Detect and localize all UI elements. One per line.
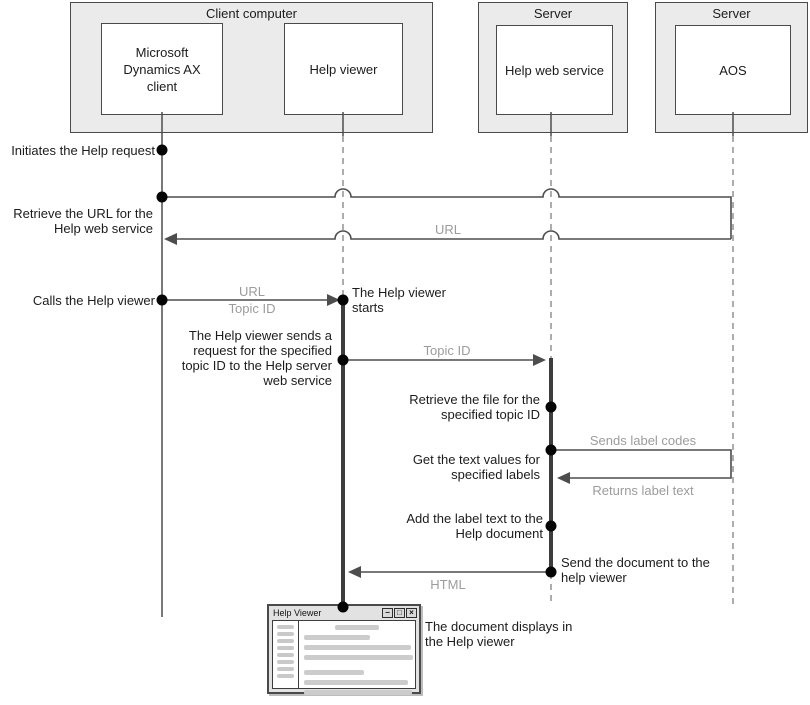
msg-topic-call-label: Topic ID xyxy=(228,301,276,316)
server-webservice-container: Server Help web service xyxy=(478,2,628,133)
help-viewer-window-titlebar: Help Viewer − □ × xyxy=(269,606,419,620)
client-computer-title: Client computer xyxy=(205,6,298,21)
server-webservice-title: Server xyxy=(533,6,573,21)
help-viewer-box: Help viewer xyxy=(284,23,403,115)
event-dot xyxy=(545,566,557,578)
msg-url-return-label: URL xyxy=(434,222,461,237)
placeholder-line xyxy=(304,670,365,675)
help-viewer-window-sidebar xyxy=(273,621,299,688)
placeholder-line xyxy=(304,645,411,650)
msg-sends-codes-label: Sends label codes xyxy=(589,433,697,448)
event-dot xyxy=(337,354,349,366)
msg-html-label: HTML xyxy=(430,577,466,592)
placeholder-line xyxy=(277,646,294,650)
arrowhead-left-icon xyxy=(348,566,361,578)
step-viewer-starts-label: The Help viewer starts xyxy=(352,285,446,315)
placeholder-line xyxy=(277,653,294,657)
event-dot xyxy=(545,520,557,532)
close-icon: × xyxy=(406,608,417,618)
client-computer-container: Client computer Microsoft Dynamics AX cl… xyxy=(70,2,433,133)
placeholder-line xyxy=(277,625,294,629)
help-viewer-label: Help viewer xyxy=(309,61,378,77)
help-web-service-box: Help web service xyxy=(496,25,613,115)
msg-url-call-label: URL xyxy=(238,284,265,299)
label-codes-roundtrip-arrow xyxy=(553,449,732,479)
help-viewer-window-title: Help Viewer xyxy=(273,608,322,618)
arrowhead-right-icon xyxy=(327,294,340,306)
step-send-doc-label: Send the document to the help viewer xyxy=(561,555,710,585)
event-dot xyxy=(156,191,168,203)
placeholder-line xyxy=(277,674,294,678)
msg-topic-send-label: Topic ID xyxy=(423,343,471,358)
help-viewer-window-content xyxy=(272,620,416,695)
placeholder-line xyxy=(334,625,380,630)
help-web-service-label: Help web service xyxy=(505,62,604,78)
help-viewer-window-body xyxy=(299,621,415,695)
maximize-icon: □ xyxy=(394,608,405,618)
step-retrieve-file-label: Retrieve the file for the specified topi… xyxy=(409,392,540,422)
event-dot xyxy=(545,401,557,413)
server-aos-title: Server xyxy=(712,6,751,21)
dynamics-ax-client-label: Microsoft Dynamics AX client xyxy=(123,44,201,94)
msg-returns-text-label: Returns label text xyxy=(592,483,694,498)
placeholder-line xyxy=(304,655,414,660)
arrowhead-left-icon xyxy=(164,233,177,245)
dynamics-ax-client-box: Microsoft Dynamics AX client xyxy=(101,23,223,115)
event-dot xyxy=(337,294,349,306)
step-add-label-label: Add the label text to the Help document xyxy=(406,511,543,541)
placeholder-line xyxy=(304,680,409,685)
event-dot xyxy=(156,294,168,306)
help-viewer-window: Help Viewer − □ × xyxy=(267,604,421,695)
placeholder-line xyxy=(277,632,294,636)
placeholder-line xyxy=(277,639,294,643)
step-viewer-sends-label: The Help viewer sends a request for the … xyxy=(181,328,332,388)
event-dot xyxy=(156,144,168,156)
aos-box: AOS xyxy=(675,25,791,115)
step-retrieve-url-label: Retrieve the URL for the Help web servic… xyxy=(13,206,153,236)
arrowhead-left-icon xyxy=(557,472,570,484)
step-doc-displays-label: The document displays in the Help viewer xyxy=(425,619,573,649)
placeholder-line xyxy=(277,660,294,664)
event-dot xyxy=(545,444,557,456)
step-get-text-label: Get the text values for specified labels xyxy=(412,452,540,482)
placeholder-line xyxy=(304,635,371,640)
step-calls-viewer-label: Calls the Help viewer xyxy=(32,293,155,308)
placeholder-line xyxy=(277,667,294,671)
minimize-icon: − xyxy=(382,608,393,618)
aos-label: AOS xyxy=(719,62,747,78)
server-aos-container: Server AOS xyxy=(655,2,808,133)
arrowhead-right-icon xyxy=(533,354,546,366)
step-initiates-label: Initiates the Help request xyxy=(11,143,155,158)
placeholder-line xyxy=(304,690,412,695)
